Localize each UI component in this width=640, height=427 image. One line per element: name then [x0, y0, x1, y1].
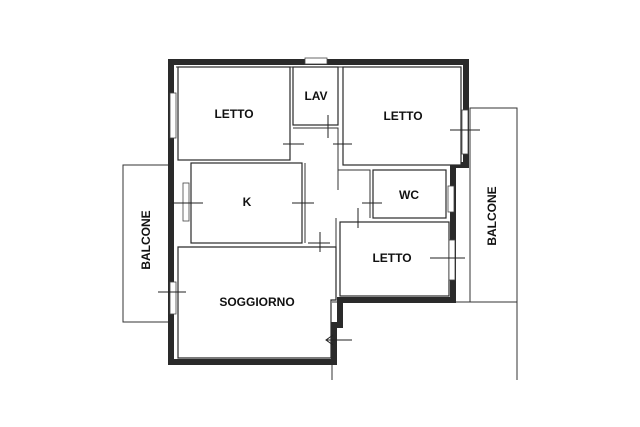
room-wc	[372, 169, 447, 219]
window-soggiorno-left	[169, 281, 177, 315]
label-letto-3: LETTO	[372, 251, 411, 265]
label-balcone-left: BALCONE	[139, 210, 153, 269]
room-letto-2	[342, 66, 462, 166]
room-letto-3	[339, 221, 450, 297]
label-kitchen: K	[243, 195, 252, 209]
room-lav	[292, 66, 339, 126]
room-letto-1	[177, 66, 291, 161]
label-soggiorno: SOGGIORNO	[219, 295, 294, 309]
window-letto-3-right	[448, 239, 456, 281]
label-lav: LAV	[304, 89, 327, 103]
balcony-left	[122, 164, 172, 323]
window-wc-right	[447, 185, 455, 213]
entrance-arrow-icon	[325, 334, 352, 346]
label-letto-2: LETTO	[383, 109, 422, 123]
label-wc: WC	[399, 188, 419, 202]
window-lav	[304, 57, 328, 65]
door-markers	[158, 115, 480, 293]
room-kitchen	[190, 162, 303, 244]
window-kitchen-left	[182, 182, 190, 222]
label-balcone-right: BALCONE	[485, 186, 499, 245]
label-letto-1: LETTO	[214, 107, 253, 121]
window-letto-2-right	[461, 109, 469, 155]
window-letto-1	[169, 92, 177, 139]
